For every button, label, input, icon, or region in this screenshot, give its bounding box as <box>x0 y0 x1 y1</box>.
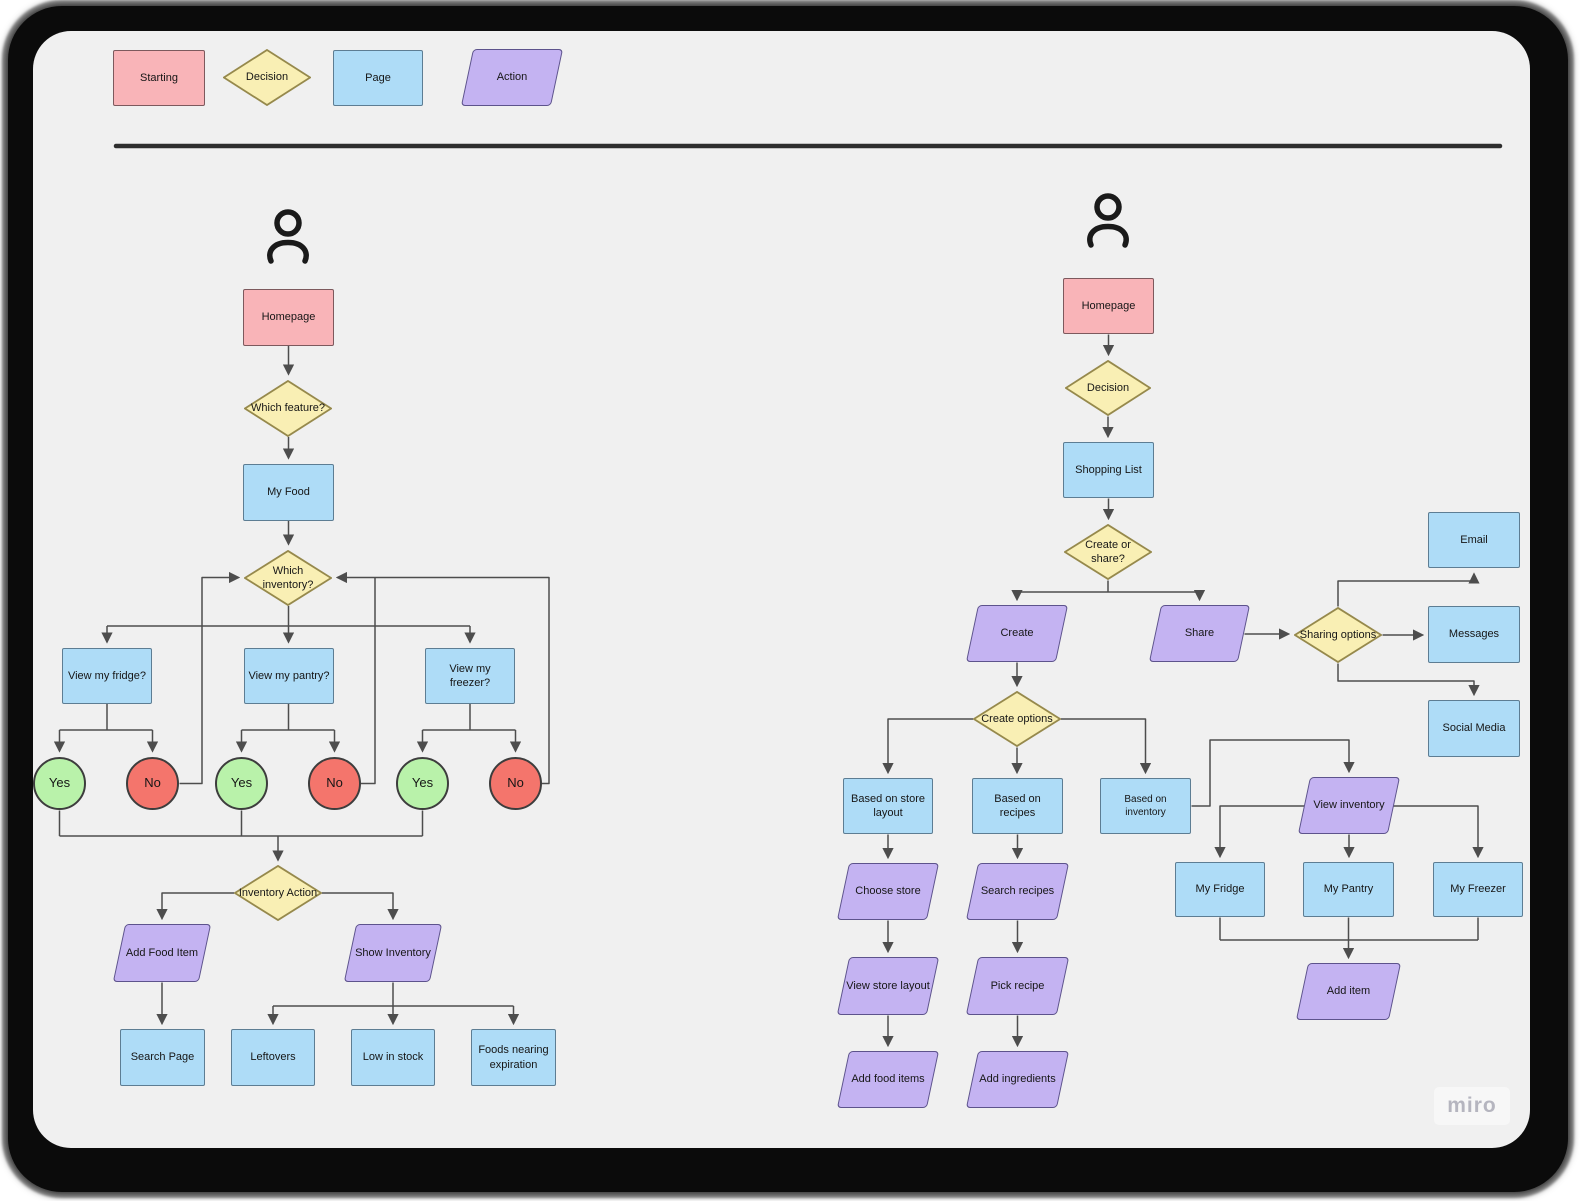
node-email[interactable]: Email <box>1428 512 1520 568</box>
legend-starting-shape[interactable]: Starting <box>113 50 205 106</box>
node-view-my-pantry[interactable]: View my pantry? <box>244 648 334 704</box>
node-add-food-items[interactable]: Add food items <box>843 1051 933 1108</box>
node-no-fridge[interactable]: No <box>126 757 179 810</box>
node-search-recipes[interactable]: Search recipes <box>972 863 1063 920</box>
node-based-on-recipes[interactable]: Based on recipes <box>972 778 1063 834</box>
node-add-food-item[interactable]: Add Food Item <box>119 924 205 982</box>
node-no-freezer[interactable]: No <box>489 757 542 810</box>
node-social-media[interactable]: Social Media <box>1428 700 1520 757</box>
node-search-page[interactable]: Search Page <box>120 1029 205 1086</box>
diamond-shape-icon <box>244 550 332 606</box>
miro-logo: miro <box>1434 1087 1510 1125</box>
node-yes-freezer[interactable]: Yes <box>396 757 449 810</box>
node-create-options[interactable]: Create options <box>973 691 1061 747</box>
node-add-item[interactable]: Add item <box>1302 963 1395 1020</box>
person-icon[interactable] <box>263 208 313 266</box>
node-view-my-freezer[interactable]: View my freezer? <box>425 648 515 704</box>
diamond-shape-icon <box>1065 360 1151 416</box>
node-based-on-inventory[interactable]: Based on inventory <box>1100 778 1191 834</box>
node-which-feature[interactable]: Which feature? <box>244 380 332 437</box>
node-view-my-fridge[interactable]: View my fridge? <box>62 648 152 704</box>
node-sharing-options[interactable]: Sharing options <box>1294 607 1382 663</box>
node-show-inventory[interactable]: Show Inventory <box>350 924 436 982</box>
node-my-pantry[interactable]: My Pantry <box>1303 862 1394 917</box>
node-view-inventory[interactable]: View inventory <box>1304 777 1394 834</box>
node-which-inventory[interactable]: Which inventory? <box>244 550 332 606</box>
diamond-shape-icon <box>223 49 311 106</box>
node-choose-store[interactable]: Choose store <box>843 863 933 920</box>
node-yes-fridge[interactable]: Yes <box>33 757 86 810</box>
node-create-or-share[interactable]: Create or share? <box>1064 524 1152 580</box>
node-shopping-list[interactable]: Shopping List <box>1063 442 1154 498</box>
node-pick-recipe[interactable]: Pick recipe <box>972 957 1063 1015</box>
node-decision[interactable]: Decision <box>1065 360 1151 416</box>
diamond-shape-icon <box>244 380 332 437</box>
node-view-store-layout[interactable]: View store layout <box>843 957 933 1015</box>
node-based-on-store-layout[interactable]: Based on store layout <box>843 778 933 834</box>
person-icon[interactable] <box>1083 192 1133 250</box>
node-add-ingredients[interactable]: Add ingredients <box>972 1051 1063 1108</box>
node-messages[interactable]: Messages <box>1428 606 1520 663</box>
node-no-pantry[interactable]: No <box>308 757 361 810</box>
node-leftovers[interactable]: Leftovers <box>231 1029 315 1086</box>
node-my-food[interactable]: My Food <box>243 464 334 521</box>
node-inventory-action[interactable]: Inventory Action <box>234 865 322 921</box>
node-my-freezer[interactable]: My Freezer <box>1433 862 1523 917</box>
diamond-shape-icon <box>234 865 322 921</box>
node-homepage-left[interactable]: Homepage <box>243 289 334 346</box>
node-create[interactable]: Create <box>972 605 1062 662</box>
node-homepage-right[interactable]: Homepage <box>1063 278 1154 334</box>
diamond-shape-icon <box>973 691 1061 747</box>
legend-page-shape[interactable]: Page <box>333 50 423 106</box>
diamond-shape-icon <box>1294 607 1382 663</box>
node-share[interactable]: Share <box>1155 605 1244 662</box>
node-yes-pantry[interactable]: Yes <box>215 757 268 810</box>
diamond-shape-icon <box>1064 524 1152 580</box>
node-my-fridge[interactable]: My Fridge <box>1175 862 1265 917</box>
node-low-in-stock[interactable]: Low in stock <box>351 1029 435 1086</box>
node-foods-nearing-expiration[interactable]: Foods nearing expiration <box>471 1029 556 1086</box>
legend-decision-shape[interactable]: Decision <box>223 49 311 106</box>
legend-action-shape[interactable]: Action <box>467 49 557 106</box>
